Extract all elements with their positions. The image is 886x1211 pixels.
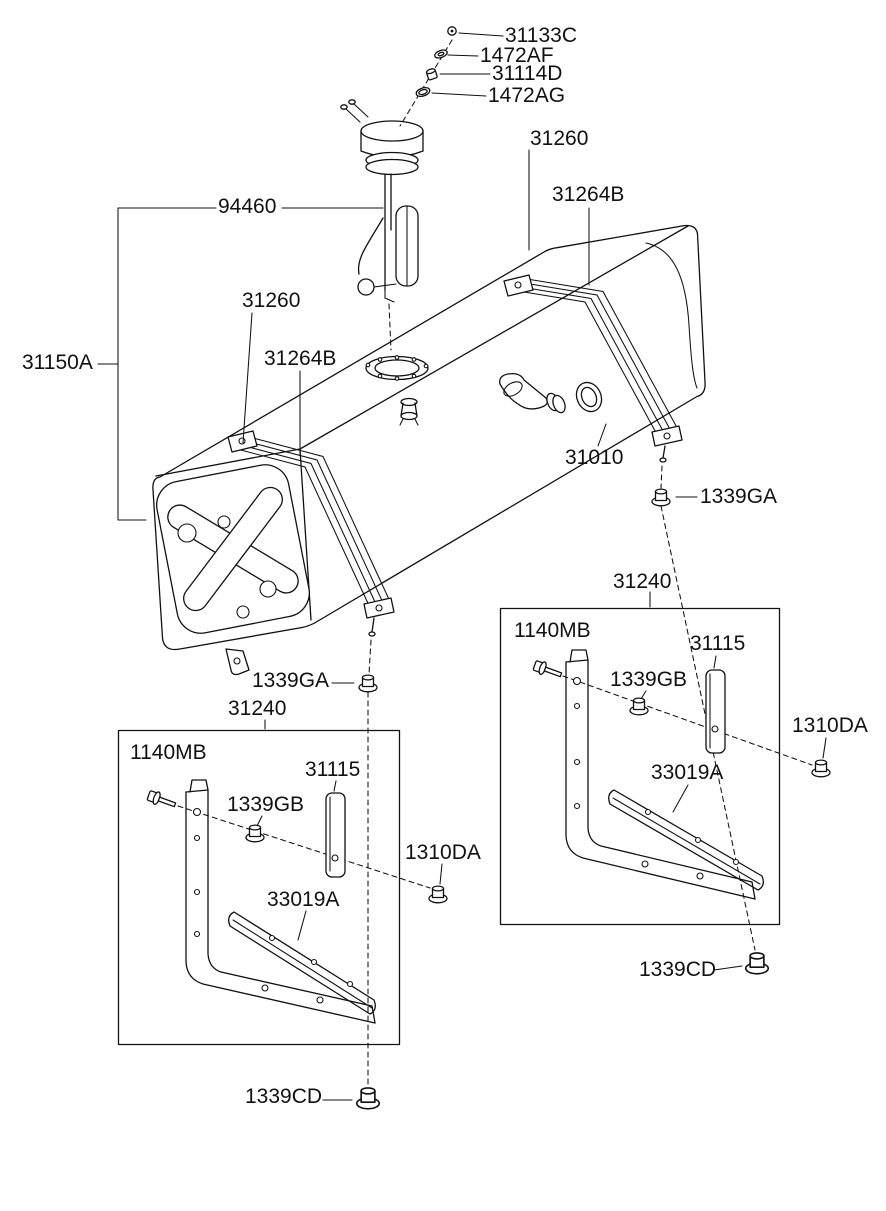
part-label-31240-right: 31240 bbox=[613, 570, 671, 593]
part-label-31133c: 31133C bbox=[505, 24, 577, 47]
part-label-1339ga-right: 1339GA bbox=[700, 485, 777, 508]
part-label-1472af: 1472AF bbox=[480, 44, 554, 67]
part-label-31260-mid: 31260 bbox=[242, 289, 300, 312]
part-label-31010: 31010 bbox=[565, 446, 623, 469]
part-label-1339cd-left: 1339CD bbox=[245, 1085, 322, 1108]
plug-31114d-drawing bbox=[425, 68, 438, 81]
tank-rear-seam bbox=[645, 242, 698, 389]
part-label-1310da-left: 1310DA bbox=[405, 841, 481, 864]
rollover-valve-fitting bbox=[399, 397, 419, 426]
spacer-plate-right-31115 bbox=[705, 669, 726, 754]
part-label-1472ag: 1472AG bbox=[488, 84, 565, 107]
nut-1339ga-right bbox=[651, 488, 671, 507]
tank-band-left-drawing bbox=[227, 430, 395, 637]
oring-1472ag-drawing bbox=[415, 86, 431, 98]
washer-1472af-drawing bbox=[434, 49, 448, 59]
sender-mounting-ring bbox=[365, 355, 429, 381]
part-label-94460: 94460 bbox=[218, 195, 276, 218]
part-label-1339cd-right: 1339CD bbox=[639, 958, 716, 981]
part-label-31264b-top: 31264B bbox=[552, 183, 624, 206]
tank-end-face-stamping bbox=[156, 464, 310, 634]
part-labels: 31133C 1472AF 31114D 1472AG 31260 31264B… bbox=[22, 24, 868, 1108]
part-label-31264b-mid: 31264B bbox=[264, 347, 336, 370]
part-label-1140mb-right: 1140MB bbox=[514, 619, 591, 642]
tank-band-right-drawing bbox=[503, 274, 683, 463]
bolt-1140mb-left bbox=[145, 788, 178, 812]
part-label-33019a-right: 33019A bbox=[651, 761, 723, 784]
screw-31133c-drawing bbox=[447, 26, 457, 36]
bracket-kit-right bbox=[499, 607, 781, 926]
kit-box-left bbox=[117, 729, 401, 1046]
part-label-31115-left: 31115 bbox=[305, 758, 360, 781]
part-label-31115-right: 31115 bbox=[690, 632, 745, 655]
bolt-1140mb-right bbox=[531, 658, 564, 682]
fuel-tank-drawing bbox=[152, 224, 706, 676]
fuel-sender-drawing bbox=[340, 99, 424, 303]
bracket-right-drawing bbox=[565, 649, 756, 900]
nut-1339cd-left bbox=[355, 1087, 381, 1110]
kit-box-right bbox=[499, 607, 781, 926]
leader-lines bbox=[97, 32, 827, 1101]
part-label-31150a: 31150A bbox=[22, 351, 93, 374]
nut-1339cd-right bbox=[744, 952, 770, 975]
part-label-1339ga-left: 1339GA bbox=[252, 669, 329, 692]
nut-1310da-right bbox=[811, 759, 831, 778]
part-label-33019a-left: 33019A bbox=[267, 888, 339, 911]
filler-neck-drawing bbox=[499, 372, 603, 414]
spacer-plate-left-31115 bbox=[325, 792, 346, 878]
part-label-31260-top: 31260 bbox=[530, 127, 588, 150]
part-label-1310da-right: 1310DA bbox=[792, 714, 868, 737]
bracket-kit-left bbox=[117, 729, 401, 1046]
sender-fasteners-drawing bbox=[399, 26, 457, 127]
part-label-1339gb-right: 1339GB bbox=[610, 668, 687, 691]
band-support-plate-right-33019a bbox=[608, 789, 764, 891]
bracket-left-drawing bbox=[185, 779, 376, 1024]
part-label-31114d: 31114D bbox=[492, 62, 562, 85]
part-label-1140mb-left: 1140MB bbox=[130, 741, 207, 764]
part-label-31240-left: 31240 bbox=[228, 697, 286, 720]
nut-1339gb-left bbox=[245, 824, 265, 843]
band-support-plate-left-33019a bbox=[228, 911, 376, 1015]
nut-1339ga-left bbox=[358, 674, 378, 693]
part-label-1339gb-left: 1339GB bbox=[227, 793, 304, 816]
nut-1310da-left bbox=[428, 885, 448, 904]
